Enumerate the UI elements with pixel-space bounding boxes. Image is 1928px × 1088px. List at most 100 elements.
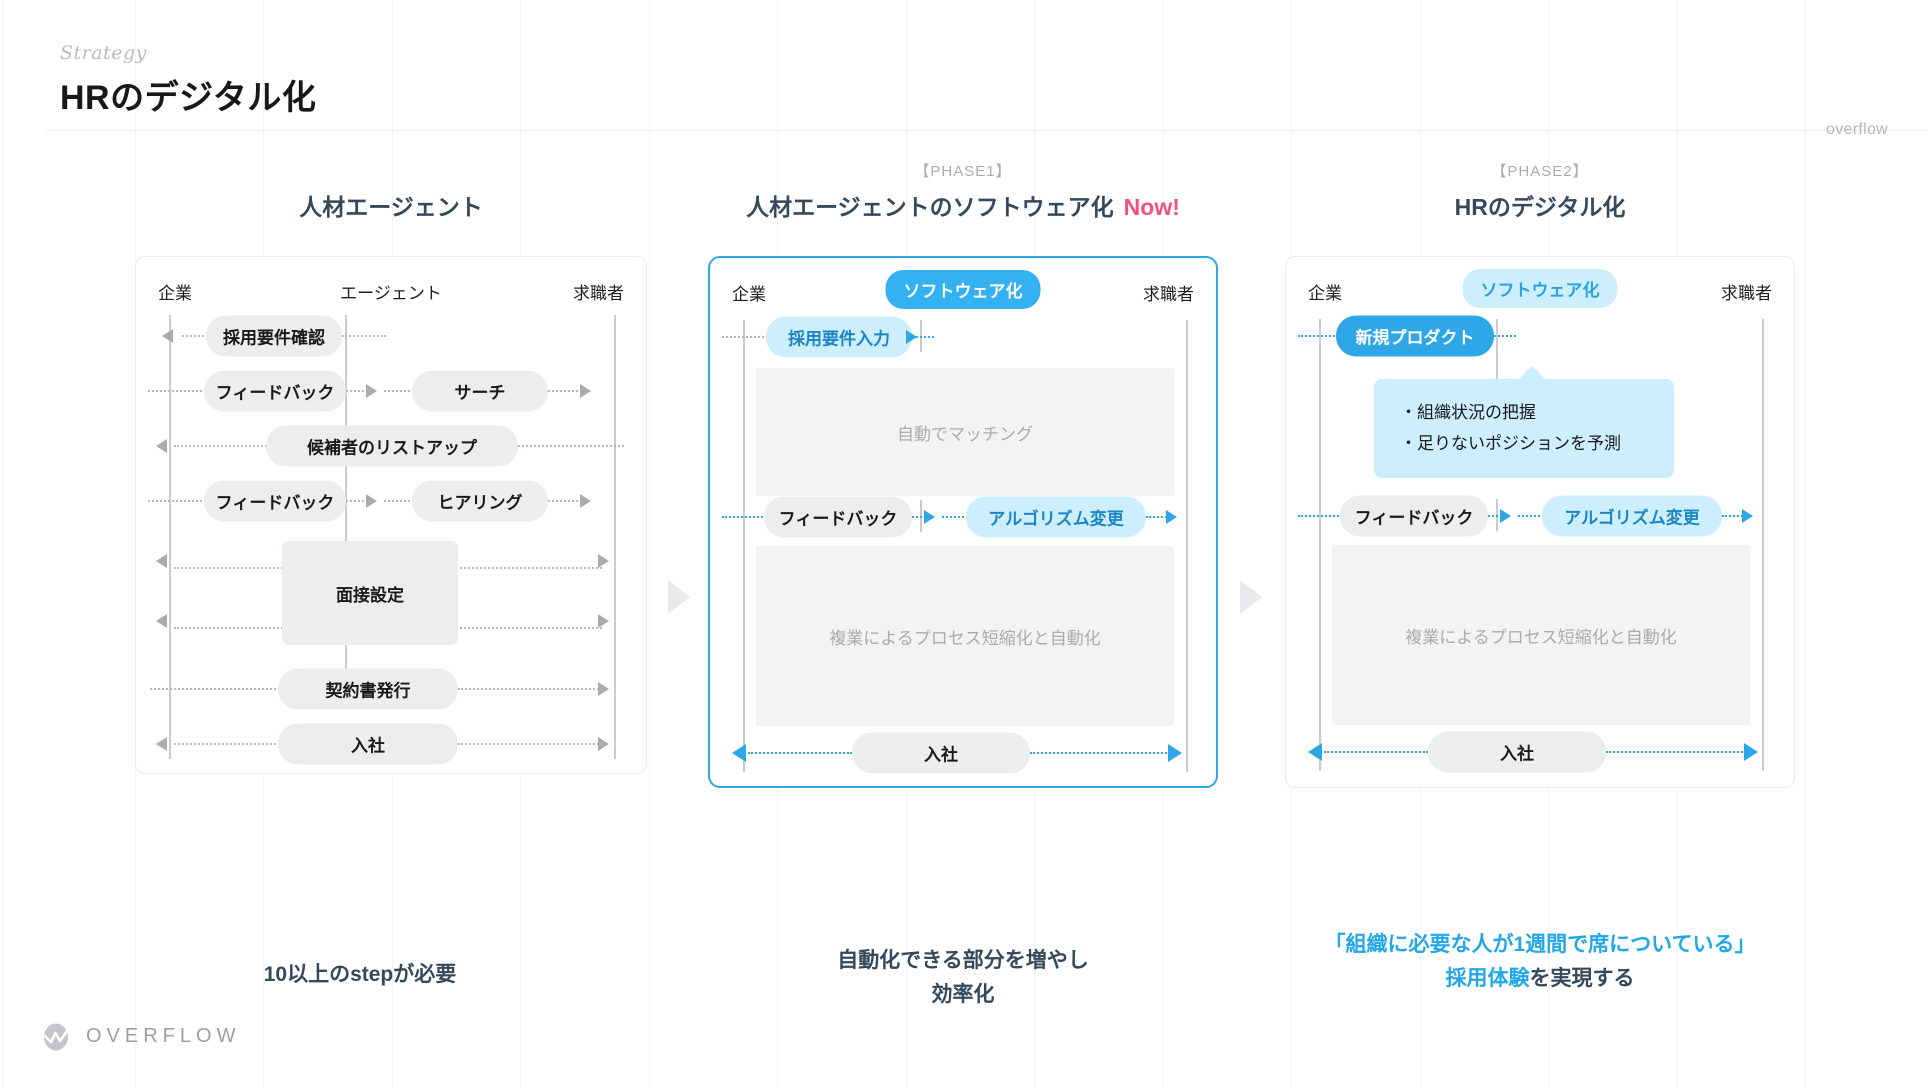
dotted-connector <box>456 567 602 569</box>
dotted-connector <box>722 516 766 518</box>
lane-label-seeker-1: 求職者 <box>573 284 624 303</box>
now-badge: Now! <box>1123 194 1180 220</box>
dotted-connector <box>942 516 968 518</box>
dotted-connector <box>174 567 286 569</box>
table-row: 採用要件入力 <box>710 316 1220 358</box>
step-chip[interactable]: ヒアリング <box>412 480 548 522</box>
dotted-connector <box>458 743 602 745</box>
step-chip[interactable]: 入社 <box>278 723 458 765</box>
step-block[interactable]: 面接設定 <box>282 541 458 645</box>
dotted-connector <box>1030 752 1170 754</box>
arrow-right-icon <box>1742 509 1753 523</box>
dotted-connector <box>912 516 926 518</box>
lane-pill-software-2[interactable]: ソフトウェア化 <box>885 270 1041 309</box>
lane-label-seeker-3: 求職者 <box>1721 284 1772 303</box>
dotted-connector <box>1488 515 1502 517</box>
step-chip[interactable]: サーチ <box>412 370 548 412</box>
arrow-right-icon <box>598 682 609 696</box>
dotted-connector <box>1518 515 1544 517</box>
table-row: 入社 <box>1286 731 1796 773</box>
step-chip[interactable]: 入社 <box>852 732 1030 774</box>
caption-phase2-rest: を実現する <box>1529 966 1635 990</box>
dotted-connector <box>1722 515 1746 517</box>
step-chip[interactable]: 候補者のリストアップ <box>266 425 518 467</box>
table-row: フィードバック アルゴリズム変更 <box>1286 495 1796 537</box>
dotted-connector <box>518 445 624 447</box>
step-chip[interactable]: 契約書発行 <box>278 668 458 710</box>
dotted-connector <box>346 500 368 502</box>
dotted-connector <box>1298 515 1342 517</box>
column-agent-head: 人材エージェント <box>135 160 647 222</box>
callout-nub-icon <box>1518 366 1546 380</box>
step-chip[interactable]: フィードバック <box>764 496 912 538</box>
step-chip[interactable]: 採用要件確認 <box>206 315 342 357</box>
caption-phase2-line1: 「組織に必要な人が1週間で席についている」 <box>1324 933 1756 956</box>
separator-arrow-1-icon <box>668 580 690 614</box>
table-row: 契約書発行 <box>136 668 648 710</box>
arrow-left-icon <box>162 329 173 343</box>
step-chip[interactable]: 採用要件入力 <box>766 316 912 358</box>
dotted-connector <box>182 335 208 337</box>
dotted-connector <box>174 627 286 629</box>
arrow-left-icon <box>156 614 167 628</box>
table-row: 入社 <box>710 732 1220 774</box>
lane-label-agent-1: エージェント <box>340 284 442 303</box>
arrow-right-icon <box>924 510 935 524</box>
lifeline-seeker-2 <box>1186 320 1188 772</box>
column-agent: 人材エージェント 企業 エージェント 求職者 採用要件確認 フィードバック <box>135 160 647 986</box>
arrow-right-icon <box>1168 744 1182 762</box>
dotted-connector <box>1146 516 1170 518</box>
arrow-right-icon <box>1744 743 1758 761</box>
column-phase1-title-text: 人材エージェントのソフトウェア化 <box>746 194 1114 220</box>
dotted-connector <box>458 688 602 690</box>
step-chip[interactable]: フィードバック <box>204 370 346 412</box>
step-chip[interactable]: フィードバック <box>1340 495 1488 537</box>
ghost-block-process: 複業によるプロセス短縮化と自動化 <box>1332 545 1750 725</box>
step-chip[interactable]: 新規プロダクト <box>1336 315 1494 357</box>
column-phase2-title: HRのデジタル化 <box>1454 194 1626 220</box>
callout-line-2: ・足りないポジションを予測 <box>1400 434 1621 454</box>
column-phase1-title: 人材エージェントのソフトウェア化 Now! <box>708 188 1218 222</box>
column-phase1: 【PHASE1】 人材エージェントのソフトウェア化 Now! 企業 ソフトウェア化… <box>708 160 1218 1006</box>
separator-arrow-2-icon <box>1240 580 1262 614</box>
footer-logo: OVERFLOW <box>40 1020 240 1052</box>
caption-phase2-accent: 採用体験 <box>1445 966 1530 990</box>
column-agent-title: 人材エージェント <box>299 194 483 220</box>
dotted-connector <box>548 390 582 392</box>
lifeline-software-3a <box>1496 319 1498 437</box>
table-row: 候補者のリストアップ <box>136 425 648 467</box>
caption-phase1-line2: 効率化 <box>931 982 995 1006</box>
dotted-connector <box>1606 751 1746 753</box>
table-row: 採用要件確認 <box>136 315 648 357</box>
brandmark-overflow: overflow <box>1826 121 1888 138</box>
dotted-connector <box>456 627 602 629</box>
column-phase1-head: 【PHASE1】 人材エージェントのソフトウェア化 Now! <box>708 160 1218 222</box>
lane-label-company-1: 企業 <box>158 284 192 303</box>
dotted-connector <box>384 500 414 502</box>
lifeline-seeker-1 <box>614 315 616 759</box>
dotted-connector <box>1324 751 1428 753</box>
step-chip[interactable]: アルゴリズム変更 <box>966 496 1146 538</box>
dotted-connector <box>174 743 280 745</box>
lane-label-company-2: 企業 <box>732 285 766 304</box>
column-phase1-phase-tag: 【PHASE1】 <box>914 163 1012 180</box>
lane-label-company-3: 企業 <box>1308 284 1342 303</box>
step-chip[interactable]: フィードバック <box>204 480 346 522</box>
caption-agent: 10以上のstepが必要 <box>263 963 457 986</box>
dotted-connector <box>1298 335 1338 337</box>
column-phase2: 【PHASE2】 HRのデジタル化 企業 ソフトウェア化 求職者 新規プロダクト… <box>1285 160 1795 990</box>
step-chip[interactable]: アルゴリズム変更 <box>1542 495 1722 537</box>
dotted-connector <box>342 335 386 337</box>
dotted-connector <box>148 500 206 502</box>
arrow-left-icon <box>732 744 746 762</box>
footer-logo-text: OVERFLOW <box>86 1024 241 1047</box>
lifeline-seeker-3 <box>1762 319 1764 771</box>
arrow-left-icon <box>156 554 167 568</box>
arrow-right-icon <box>366 494 377 508</box>
step-chip[interactable]: 入社 <box>1428 731 1606 773</box>
panel-agent: 企業 エージェント 求職者 採用要件確認 フィードバック サーチ <box>135 256 647 774</box>
overflow-egg-icon <box>43 1023 69 1051</box>
lane-pill-software-3[interactable]: ソフトウェア化 <box>1462 269 1618 308</box>
dotted-connector <box>174 445 274 447</box>
dotted-connector <box>748 752 852 754</box>
